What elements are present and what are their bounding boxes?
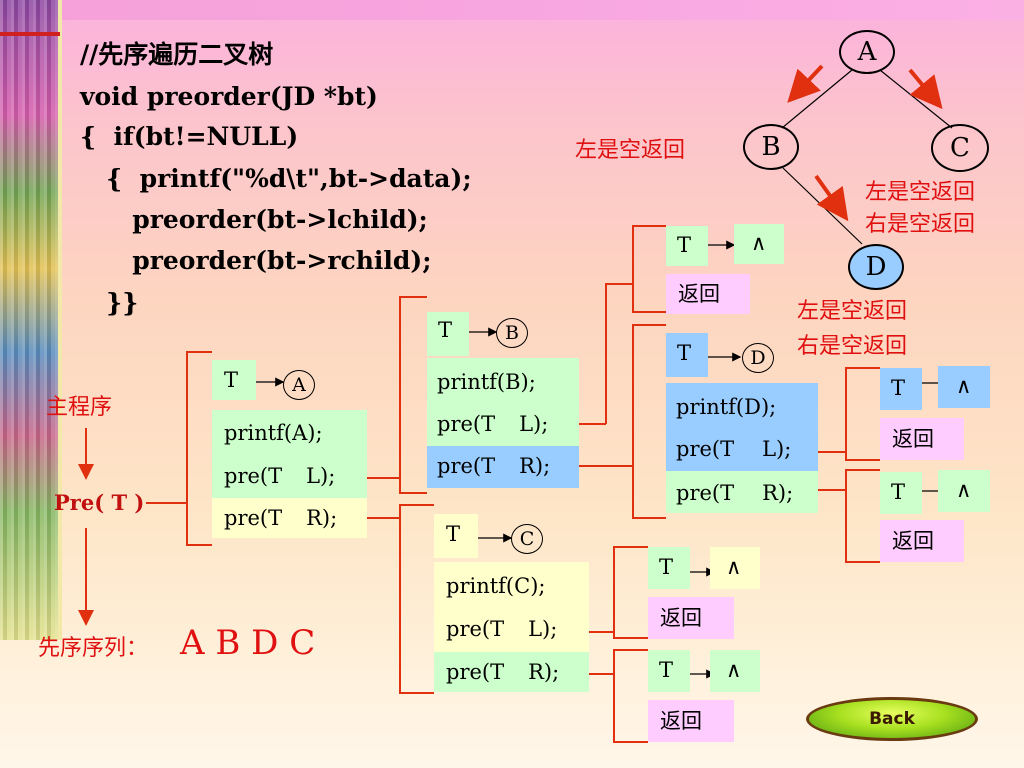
note-b-left: 左是空返回 — [575, 138, 686, 163]
code-line-3: { if(bt!=NULL) — [80, 122, 299, 151]
code-line-2: void preorder(JD *bt) — [80, 82, 378, 111]
back-button[interactable]: Back — [806, 697, 978, 741]
frame-a-t: T — [212, 360, 256, 400]
frame-bl-return: 返回 — [666, 274, 750, 314]
frame-d-printf: printf(D); — [666, 383, 818, 429]
frame-dl-return: 返回 — [880, 418, 964, 460]
frame-b-printf: printf(B); — [427, 358, 579, 404]
frame-cl-t: T — [648, 547, 690, 589]
frame-dl-null: ∧ — [938, 366, 990, 408]
code-line-5: preorder(bt->lchild); — [80, 205, 428, 234]
frame-c-printf: printf(C); — [434, 562, 589, 608]
frame-a-node: A — [283, 370, 315, 400]
decorative-red-line — [0, 32, 60, 36]
frame-b-t: T — [427, 312, 469, 356]
sequence-label: 先序序列： — [38, 636, 149, 661]
frame-cr-t: T — [648, 650, 690, 692]
frame-cl-null: ∧ — [710, 547, 760, 589]
frame-cl-return: 返回 — [648, 597, 734, 639]
frame-cr-null: ∧ — [710, 650, 760, 692]
code-line-6: preorder(bt->rchild); — [80, 246, 432, 275]
tree-node-d: D — [848, 244, 904, 290]
frame-d-node: D — [742, 343, 774, 373]
frame-dr-null: ∧ — [938, 470, 990, 512]
frame-dl-t: T — [880, 368, 922, 410]
frame-b-node: B — [496, 318, 528, 348]
frame-a-printf: printf(A); — [212, 410, 367, 454]
tree-node-a: A — [839, 30, 895, 74]
frame-bl-t: T — [666, 226, 708, 266]
note-d-left: 左是空返回 — [797, 299, 908, 324]
code-line-7: }} — [80, 288, 139, 317]
decorative-strip — [0, 0, 58, 640]
note-c-right: 右是空返回 — [865, 212, 976, 237]
tree-node-b: B — [743, 124, 799, 170]
top-bar — [0, 0, 1024, 20]
frame-d-t: T — [666, 333, 708, 377]
frame-dr-return: 返回 — [880, 520, 964, 562]
frame-cr-return: 返回 — [648, 700, 734, 742]
sequence-value: A B D C — [180, 623, 316, 663]
frame-c-node: C — [511, 524, 543, 554]
frame-bl-null: ∧ — [734, 224, 784, 264]
main-program-label: 主程序 — [46, 395, 113, 420]
frame-c-t: T — [434, 514, 478, 558]
note-c-left: 左是空返回 — [865, 180, 976, 205]
decorative-line — [58, 0, 62, 640]
main-call: Pre( T ) — [54, 490, 145, 515]
note-d-right: 右是空返回 — [797, 334, 908, 359]
code-line-4: { printf("%d\t",bt->data); — [80, 164, 472, 193]
code-line-1: //先序遍历二叉树 — [80, 40, 274, 69]
frame-dr-t: T — [880, 472, 922, 514]
tree-node-c: C — [931, 124, 989, 172]
